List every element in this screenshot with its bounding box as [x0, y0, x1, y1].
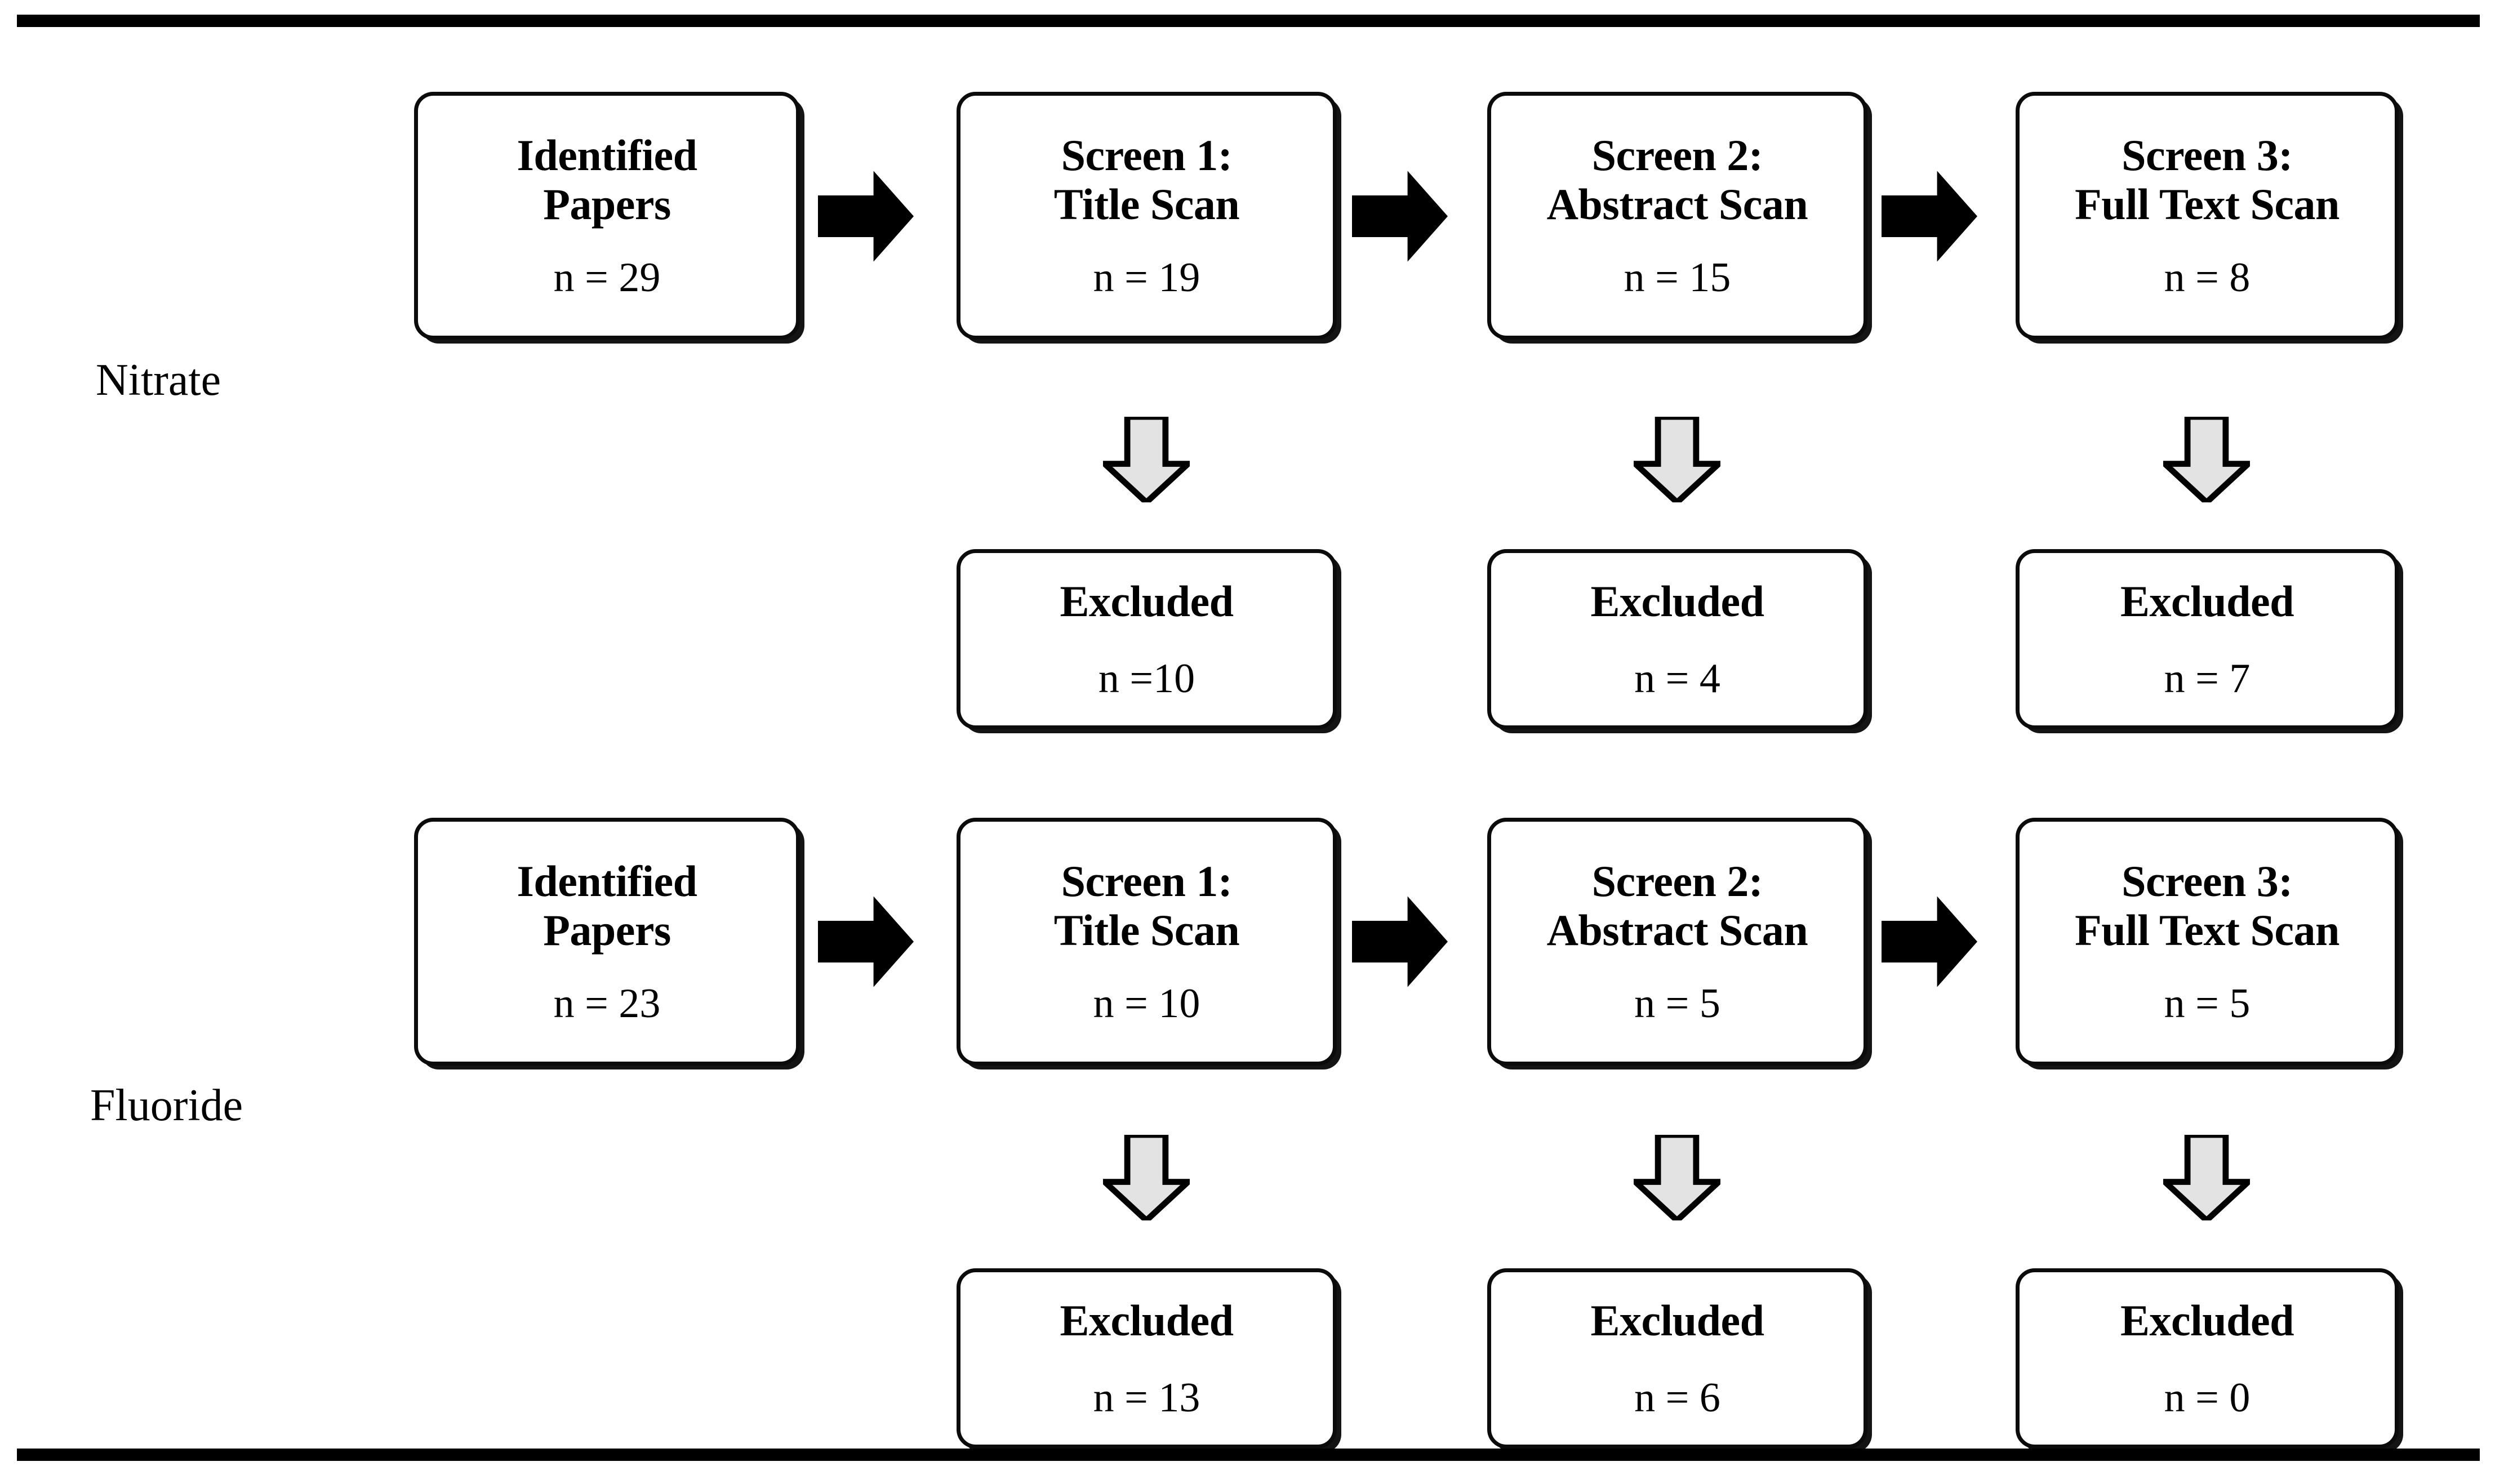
stage-title-line1: Screen 1:	[1061, 130, 1233, 180]
stage-count: n = 5	[1634, 980, 1720, 1027]
stage-title-line2: Abstract Scan	[1546, 906, 1808, 955]
stage-box-screen3-nitrate: Screen 3: Full Text Scan n = 8	[2016, 92, 2399, 340]
arrow-right-icon	[1882, 894, 1977, 989]
stage-title-line2: Abstract Scan	[1546, 180, 1808, 229]
excluded-box-screen3-fluoride: Excluded n = 0	[2016, 1268, 2399, 1449]
arrow-down-icon	[1103, 417, 1190, 502]
excluded-box-screen3-nitrate: Excluded n = 7	[2016, 549, 2399, 729]
stage-box-screen1-fluoride: Screen 1: Title Scan n = 10	[957, 818, 1337, 1066]
excluded-count: n =10	[1098, 655, 1195, 702]
bottom-divider-rule	[17, 1449, 2480, 1461]
stage-title-line2: Title Scan	[1053, 180, 1240, 229]
stage-title-line2: Full Text Scan	[2075, 906, 2340, 955]
stage-title-line1: Screen 1:	[1061, 856, 1233, 906]
arrow-right-icon	[818, 169, 914, 264]
excluded-title: Excluded	[2120, 576, 2294, 626]
stage-count: n = 10	[1093, 980, 1200, 1027]
stage-count: n = 8	[2164, 254, 2251, 301]
stage-title-line2: Papers	[543, 180, 671, 229]
stage-title-line2: Full Text Scan	[2075, 180, 2340, 229]
arrow-down-icon	[2163, 417, 2250, 502]
stage-title-line1: Screen 2:	[1591, 130, 1763, 180]
excluded-count: n = 7	[2164, 655, 2251, 702]
excluded-title: Excluded	[1060, 576, 1234, 626]
stage-title-line2: Papers	[543, 906, 671, 955]
stage-count: n = 23	[553, 980, 661, 1027]
stage-title-line1: Identified	[517, 130, 697, 180]
excluded-title: Excluded	[1060, 1295, 1234, 1345]
arrow-down-icon	[1634, 1135, 1720, 1220]
stage-count: n = 5	[2164, 980, 2251, 1027]
stage-box-identified-papers-nitrate: Identified Papers n = 29	[414, 92, 800, 340]
stage-title-line1: Screen 2:	[1591, 856, 1763, 906]
stage-count: n = 29	[553, 254, 661, 301]
excluded-count: n = 13	[1093, 1374, 1200, 1421]
stage-title-line1: Screen 3:	[2122, 130, 2293, 180]
stage-count: n = 19	[1093, 254, 1200, 301]
excluded-box-screen2-fluoride: Excluded n = 6	[1487, 1268, 1867, 1449]
arrow-right-icon	[1352, 894, 1448, 989]
stage-box-screen1-nitrate: Screen 1: Title Scan n = 19	[957, 92, 1337, 340]
row-label-nitrate: Nitrate	[96, 355, 221, 405]
excluded-count: n = 4	[1634, 655, 1720, 702]
stage-title-line2: Title Scan	[1053, 906, 1240, 955]
arrow-right-icon	[818, 894, 914, 989]
arrow-down-icon	[2163, 1135, 2250, 1220]
stage-count: n = 15	[1624, 254, 1731, 301]
top-divider-rule	[17, 15, 2480, 27]
excluded-box-screen1-fluoride: Excluded n = 13	[957, 1268, 1337, 1449]
excluded-title: Excluded	[1590, 576, 1764, 626]
stage-box-screen2-fluoride: Screen 2: Abstract Scan n = 5	[1487, 818, 1867, 1066]
stage-title-line1: Screen 3:	[2122, 856, 2293, 906]
stage-box-screen3-fluoride: Screen 3: Full Text Scan n = 5	[2016, 818, 2399, 1066]
arrow-right-icon	[1352, 169, 1448, 264]
arrow-down-icon	[1634, 417, 1720, 502]
excluded-title: Excluded	[1590, 1295, 1764, 1345]
excluded-box-screen1-nitrate: Excluded n =10	[957, 549, 1337, 729]
arrow-down-icon	[1103, 1135, 1190, 1220]
arrow-right-icon	[1882, 169, 1977, 264]
excluded-count: n = 0	[2164, 1374, 2251, 1421]
excluded-title: Excluded	[2120, 1295, 2294, 1345]
stage-box-identified-papers-fluoride: Identified Papers n = 23	[414, 818, 800, 1066]
row-label-fluoride: Fluoride	[90, 1081, 243, 1130]
excluded-box-screen2-nitrate: Excluded n = 4	[1487, 549, 1867, 729]
stage-box-screen2-nitrate: Screen 2: Abstract Scan n = 15	[1487, 92, 1867, 340]
stage-title-line1: Identified	[517, 856, 697, 906]
excluded-count: n = 6	[1634, 1374, 1720, 1421]
